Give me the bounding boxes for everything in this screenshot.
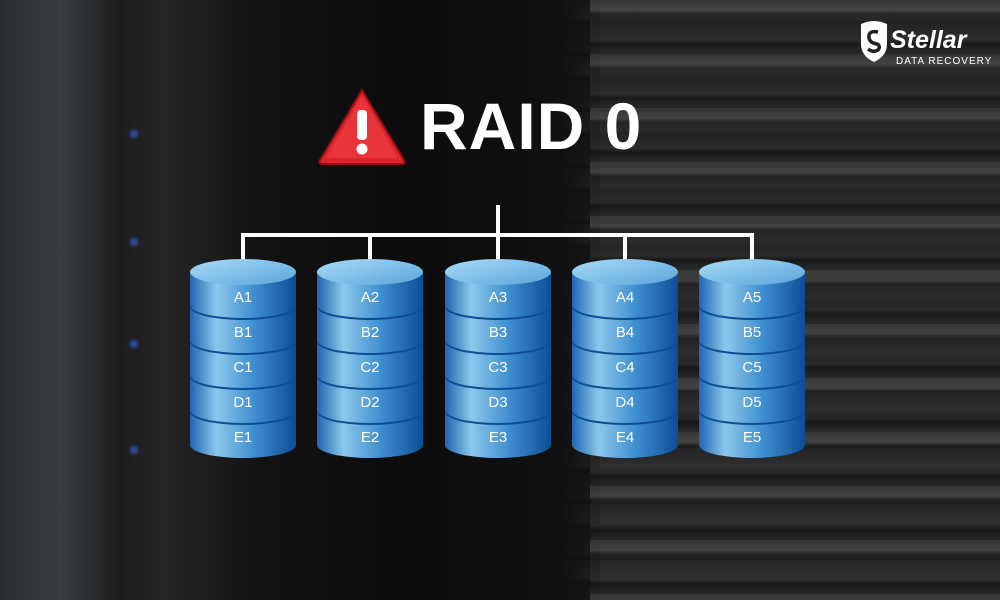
server-led xyxy=(130,130,138,138)
disk-block: A4 xyxy=(572,272,678,318)
block-label: B3 xyxy=(489,324,507,341)
block-label: A3 xyxy=(489,289,507,306)
block-label: A4 xyxy=(616,289,634,306)
block-label: A2 xyxy=(361,289,379,306)
block-label: E5 xyxy=(743,429,761,446)
disk-block: A5 xyxy=(699,272,805,318)
disk-block: A3 xyxy=(445,272,551,318)
disk-top xyxy=(190,259,296,285)
block-label: C2 xyxy=(360,359,379,376)
disk-4: E4 D4 C4 B4 A4 xyxy=(572,259,678,458)
server-led xyxy=(130,238,138,246)
block-label: C3 xyxy=(488,359,507,376)
block-label: D4 xyxy=(615,394,634,411)
server-led xyxy=(130,446,138,454)
block-label: B4 xyxy=(616,324,634,341)
block-label: E3 xyxy=(489,429,507,446)
logo-subtitle: DATA RECOVERY xyxy=(896,56,993,67)
disk-top xyxy=(445,259,551,285)
block-label: D1 xyxy=(233,394,252,411)
disk-2: E2 D2 C2 B2 A2 xyxy=(317,259,423,458)
block-label: E4 xyxy=(616,429,634,446)
block-label: A5 xyxy=(743,289,761,306)
disk-3: E3 D3 C3 B3 A3 xyxy=(445,259,551,458)
block-label: B5 xyxy=(743,324,761,341)
disk-top xyxy=(572,259,678,285)
block-label: C1 xyxy=(233,359,252,376)
disk-block: A1 xyxy=(190,272,296,318)
block-label: B2 xyxy=(361,324,379,341)
page-title: RAID 0 xyxy=(420,89,643,163)
block-label: D2 xyxy=(360,394,379,411)
disk-5: E5 D5 C5 B5 A5 xyxy=(699,259,805,458)
block-label: E2 xyxy=(361,429,379,446)
disk-block: A2 xyxy=(317,272,423,318)
block-label: C4 xyxy=(615,359,634,376)
block-label: D3 xyxy=(488,394,507,411)
server-led xyxy=(130,340,138,348)
block-label: E1 xyxy=(234,429,252,446)
warning-icon xyxy=(318,88,406,165)
block-label: A1 xyxy=(234,289,252,306)
disk-top xyxy=(699,259,805,285)
block-label: D5 xyxy=(742,394,761,411)
stellar-logo: Stellar DATA RECOVERY xyxy=(858,18,998,68)
block-label: B1 xyxy=(234,324,252,341)
disk-1: E1 D1 C1 B1 A1 xyxy=(190,259,296,458)
logo-brand: Stellar xyxy=(890,26,967,54)
shield-icon xyxy=(861,21,887,62)
disk-top xyxy=(317,259,423,285)
block-label: C5 xyxy=(742,359,761,376)
